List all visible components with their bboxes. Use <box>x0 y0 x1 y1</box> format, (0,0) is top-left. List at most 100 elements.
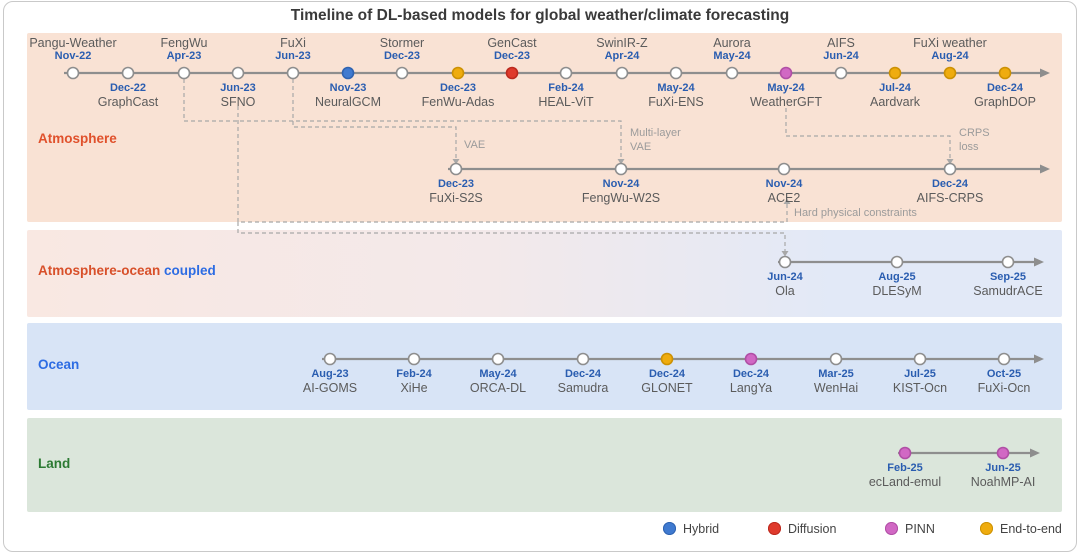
model-name: WenHai <box>813 381 859 395</box>
model-name: FenWu-Adas <box>421 95 495 109</box>
model-date: May-24 <box>767 82 805 94</box>
timeline-arrow-ocean <box>1034 354 1044 364</box>
marker-neuralgcm <box>341 66 355 80</box>
model-date: Dec-24 <box>648 368 686 380</box>
model-name: SFNO <box>220 95 256 109</box>
legend-item-end-to-end: End-to-end <box>980 521 1062 536</box>
connector-weathergft-to-aifs-crps <box>785 108 951 159</box>
model-date: Apr-24 <box>604 50 640 62</box>
model-name: NoahMP-AI <box>970 475 1036 489</box>
marker-noahmp-ai <box>996 446 1010 460</box>
model-date: Dec-24 <box>931 178 969 190</box>
marker-graphcast <box>121 66 135 80</box>
model-date: Mar-25 <box>818 368 854 380</box>
model-date: May-24 <box>479 368 517 380</box>
section-label-part: Atmosphere-ocean <box>38 263 165 278</box>
annotation-line: Multi-layer <box>630 127 681 139</box>
model-date: Dec-24 <box>732 368 770 380</box>
marker-fuxi-s2s <box>449 162 463 176</box>
section-label-atmosphere: Atmosphere <box>38 131 117 146</box>
legend-item-diffusion: Diffusion <box>768 521 836 536</box>
annotation-line: loss <box>959 141 979 153</box>
section-label-part: Ocean <box>38 357 80 372</box>
model-name: ORCA-DL <box>469 381 527 395</box>
section-label-part: coupled <box>164 263 216 278</box>
section-label-part: Land <box>38 456 71 471</box>
model-name: FengWu-W2S <box>581 191 661 205</box>
model-name: ecLand-emul <box>868 475 942 489</box>
model-date: Dec-23 <box>437 178 475 190</box>
model-name: Aurora <box>713 36 751 50</box>
timeline-arrow-coupled <box>1034 257 1044 267</box>
model-date: Jun-24 <box>767 271 803 283</box>
model-date: May-24 <box>713 50 751 62</box>
model-name: WeatherGFT <box>749 95 822 109</box>
model-name: FuXi <box>280 36 306 50</box>
model-date: Nov-23 <box>329 82 367 94</box>
marker-gencast <box>505 66 519 80</box>
band-land <box>27 418 1062 512</box>
model-date: Aug-23 <box>311 368 349 380</box>
annotation-crps-loss: CRPS loss <box>959 126 990 154</box>
marker-stormer <box>395 66 409 80</box>
model-name: LangYa <box>729 381 773 395</box>
legend-item-pinn: PINN <box>885 521 935 536</box>
marker-orca-dl <box>491 352 505 366</box>
timeline-arrow-atmosphere-main <box>1040 68 1050 78</box>
model-date: Jun-23 <box>220 82 256 94</box>
legend-label: Hybrid <box>683 521 720 536</box>
model-date: Jul-25 <box>904 368 936 380</box>
annotation-line: Hard physical constraints <box>794 207 917 219</box>
legend-item-hybrid: Hybrid <box>663 521 719 536</box>
model-date: Dec-23 <box>493 50 531 62</box>
marker-graphdop <box>998 66 1012 80</box>
annotation-line: VAE <box>630 141 652 153</box>
marker-ecland-emul <box>898 446 912 460</box>
model-date: Nov-24 <box>602 178 640 190</box>
section-label-atmosphere-ocean-coupled: Atmosphere-ocean coupled <box>38 263 216 278</box>
legend-dot-end-to-end <box>980 522 993 535</box>
marker-fengwu-w2s <box>614 162 628 176</box>
annotation-line: CRPS <box>959 127 990 139</box>
model-name: FuXi weather <box>913 36 987 50</box>
marker-aifs <box>834 66 848 80</box>
model-name: XiHe <box>400 381 428 395</box>
legend-dot-diffusion <box>768 522 781 535</box>
model-date: Feb-24 <box>396 368 432 380</box>
model-date: Jul-24 <box>879 82 911 94</box>
marker-fuxi-ens <box>669 66 683 80</box>
model-name: AIFS-CRPS <box>916 191 984 205</box>
model-date: Dec-23 <box>383 50 421 62</box>
figure-title: Timeline of DL-based models for global w… <box>290 7 790 24</box>
annotation-line: VAE <box>464 139 486 151</box>
marker-fuxi-ocn <box>997 352 1011 366</box>
marker-glonet <box>660 352 674 366</box>
model-date: Dec-24 <box>564 368 602 380</box>
model-name: ACE2 <box>767 191 801 205</box>
connector-arrowhead-sfno-to-ace2 <box>783 198 791 204</box>
model-name: FuXi-ENS <box>648 95 704 109</box>
marker-fengwu <box>177 66 191 80</box>
marker-fuxi-weather <box>943 66 957 80</box>
marker-swinir-z <box>615 66 629 80</box>
annotation-vae: VAE <box>464 138 485 152</box>
section-label-part: Atmosphere <box>38 131 117 146</box>
marker-sfno <box>231 66 245 80</box>
model-name: DLESyM <box>872 284 922 298</box>
